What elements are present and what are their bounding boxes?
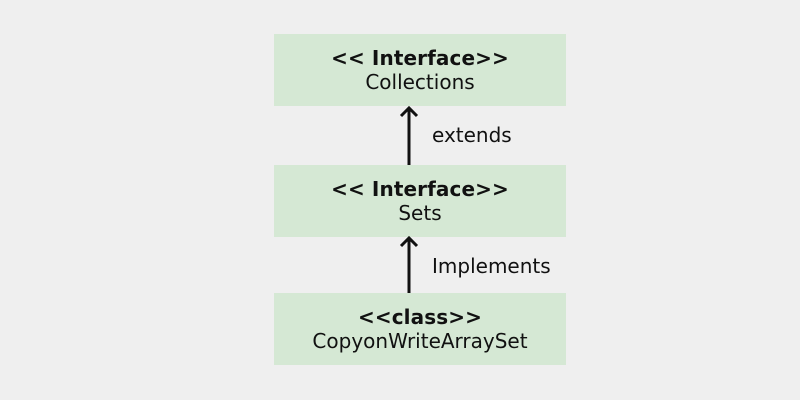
arrow-up-icon [399,105,419,165]
class-stereotype-label: <<class>> [358,304,482,329]
implements-label: Implements [432,254,551,278]
extends-arrow [397,105,421,165]
collections-interface-box: << Interface>> Collections [274,34,566,106]
sets-name-label: Sets [398,201,442,225]
class-name-label: CopyonWriteArraySet [312,329,528,353]
implements-arrow [397,235,421,293]
copy-on-write-array-set-class-box: <<class>> CopyonWriteArraySet [274,293,566,365]
collections-name-label: Collections [365,70,475,94]
arrow-up-icon [399,235,419,293]
sets-stereotype-label: << Interface>> [331,176,509,201]
collections-stereotype-label: << Interface>> [331,45,509,70]
sets-interface-box: << Interface>> Sets [274,165,566,237]
extends-label: extends [432,123,512,147]
